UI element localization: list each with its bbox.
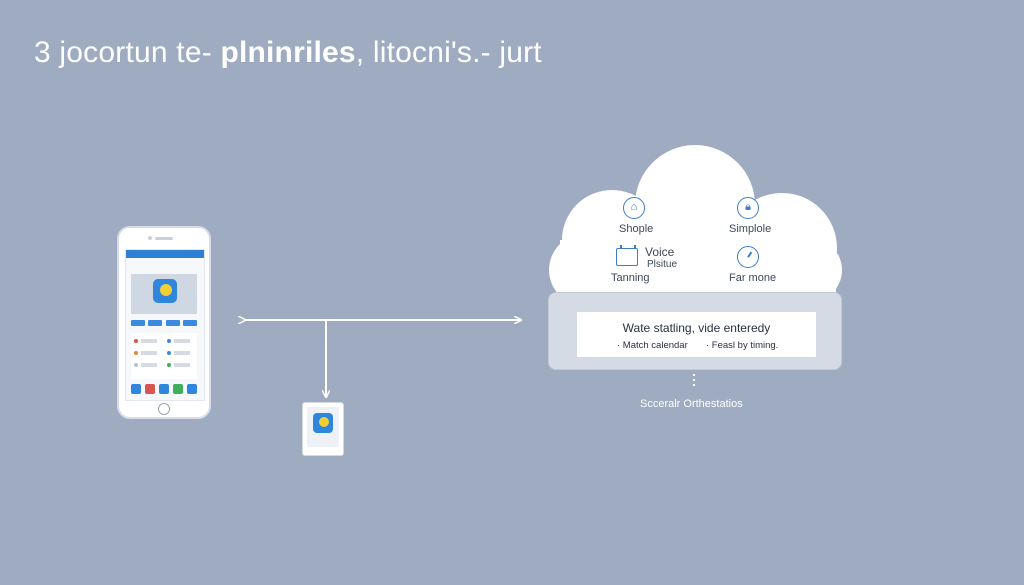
calendar-icon <box>616 245 638 266</box>
panel-bullet-right: · Feasl by timing. <box>706 340 779 351</box>
feature-label-far-mone: Far mone <box>729 272 777 284</box>
feature-label-shople: Shople <box>619 223 654 235</box>
cloud-panel: Wate statling, vide enteredy · Match cal… <box>548 292 842 370</box>
list-line <box>141 339 157 343</box>
phone-chip <box>148 320 163 326</box>
list-line <box>174 351 190 355</box>
feature-label-simplole: Simplole <box>729 223 772 235</box>
list-dot <box>167 363 171 367</box>
list-line <box>174 363 190 367</box>
feature-label-plsitue: Plsitue <box>647 259 678 270</box>
dock-app-icon <box>159 384 169 394</box>
dock-app-icon <box>145 384 155 394</box>
basket-icon: ⌂ <box>623 197 645 219</box>
panel-bullet-left: · Match calendar <box>617 340 688 351</box>
phone-chip <box>165 320 180 326</box>
feature-label-tanning: Tanning <box>611 272 650 284</box>
phone-chip-row <box>131 320 197 326</box>
phone-speaker <box>155 237 173 240</box>
app-icon <box>313 413 333 433</box>
phone-list <box>131 333 197 379</box>
phone-chip <box>182 320 197 326</box>
clock-icon <box>737 246 759 268</box>
list-dot <box>134 351 138 355</box>
list-line <box>174 339 190 343</box>
diagram-title: 3 jocortun te- plninriles, litocni's.- j… <box>34 36 542 70</box>
list-dot <box>167 351 171 355</box>
title-part-1: 3 jocortun te- <box>34 36 221 69</box>
list-line <box>141 351 157 355</box>
phone-home-button <box>158 403 170 415</box>
title-part-3: , litocni's.- jurt <box>355 36 542 69</box>
smartphone <box>117 226 211 419</box>
title-part-2: plninriles <box>220 36 356 69</box>
panel-box: Wate statling, vide enteredy · Match cal… <box>577 312 816 357</box>
lock-icon: 🔒︎ <box>737 197 759 219</box>
list-dot <box>167 339 171 343</box>
cloud-shape <box>549 145 842 306</box>
phone-camera <box>148 236 152 240</box>
panel-title: Wate statling, vide enteredy <box>622 321 771 335</box>
phone-screen <box>125 249 205 401</box>
footer-label: Scceralr Orthestatios <box>640 398 743 410</box>
dock-app-icon <box>173 384 183 394</box>
small-device-screen <box>307 407 339 447</box>
list-line <box>141 363 157 367</box>
dock-app-icon <box>187 384 197 394</box>
list-dot <box>134 363 138 367</box>
list-dot <box>134 339 138 343</box>
phone-hero-area <box>131 274 197 314</box>
phone-status-bar <box>126 250 204 258</box>
app-icon <box>153 279 177 303</box>
dock-app-icon <box>131 384 141 394</box>
phone-chip <box>131 320 145 326</box>
phone-dock <box>131 384 197 394</box>
small-device <box>302 402 344 456</box>
feature-label-voice: Voice <box>645 245 675 259</box>
